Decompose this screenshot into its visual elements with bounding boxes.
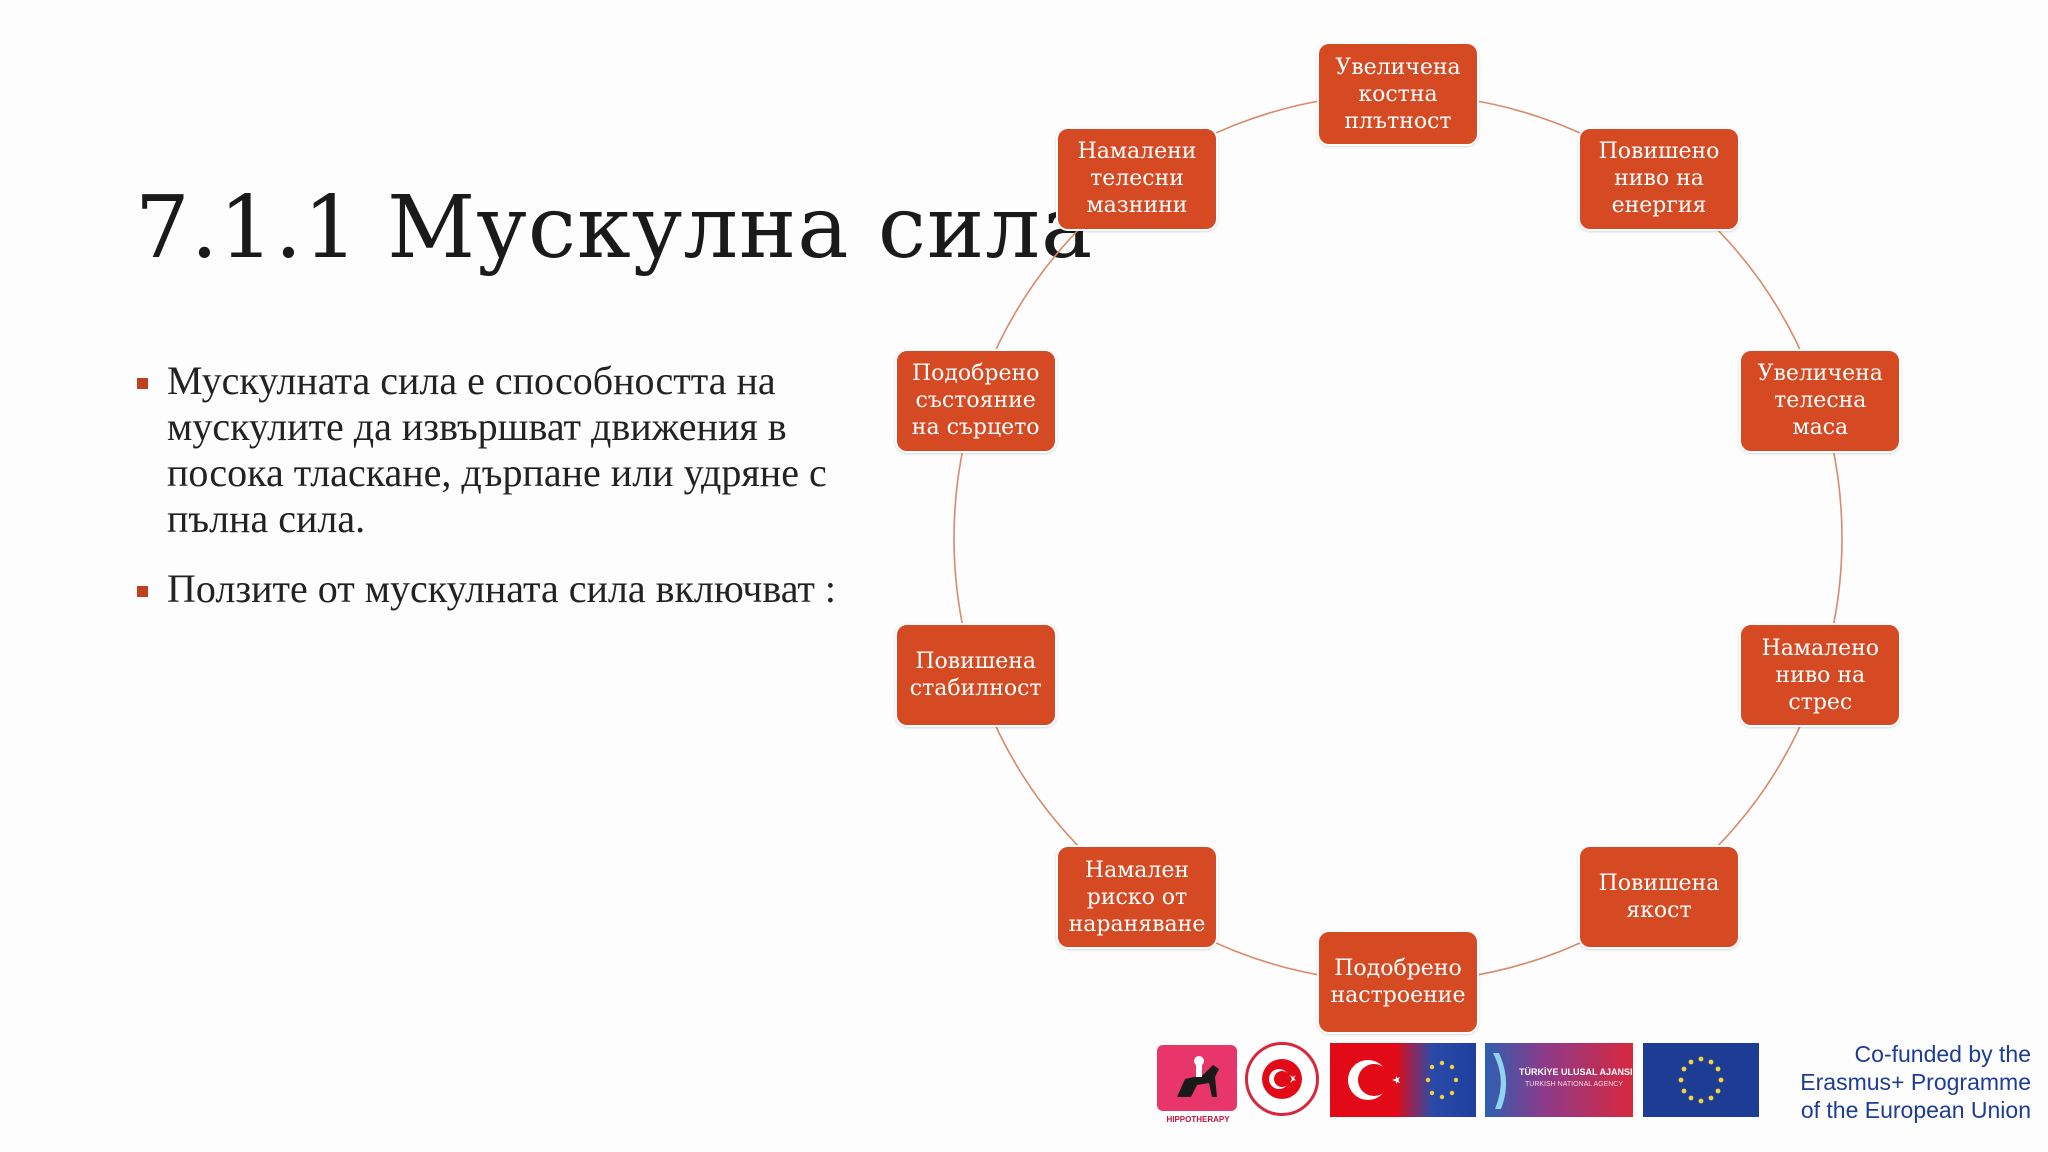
cycle-node-label: Увеличена костна плътност	[1335, 54, 1461, 134]
cycle-node: Подобрено настроение	[1317, 930, 1479, 1034]
horse-rider-icon	[1177, 1056, 1219, 1097]
cycle-node-label: Намалени телесни мазнини	[1077, 139, 1197, 219]
agency-emblem-icon	[1493, 1053, 1507, 1109]
cycle-node: Увеличена телесна маса	[1739, 348, 1902, 453]
slide-title: 7.1.1 Мускулна сила	[135, 178, 1094, 278]
cofunded-line: of the European Union	[1800, 1097, 2031, 1123]
cycle-node: Подобрено състояние на сърцето	[894, 348, 1057, 453]
cycle-node: Повишена стабилност	[894, 623, 1057, 728]
cofunded-text: Co-funded by the Erasmus+ Programme of t…	[1775, 1040, 2031, 1124]
bullet-list: Мускулната сила е способността на мускул…	[135, 358, 875, 636]
bullet-square-icon	[137, 586, 148, 597]
eu-flag-logo	[1643, 1043, 1759, 1117]
turkish-crescent-icon	[1262, 1059, 1302, 1099]
ministry-seal-logo	[1245, 1042, 1319, 1116]
cycle-node-label: Повишена стабилност	[909, 649, 1042, 702]
bullet-square-icon	[137, 378, 148, 389]
hippotherapy-logo: HIPPOTHERAPY	[1157, 1045, 1237, 1124]
turkish-national-agency-logo: TÜRKİYE ULUSAL AJANSI TURKISH NATIONAL A…	[1485, 1043, 1633, 1117]
cycle-node: Повишено ниво на енергия	[1578, 126, 1740, 231]
hippotherapy-label: HIPPOTHERAPY	[1166, 1115, 1230, 1124]
cofunded-line: Erasmus+ Programme	[1800, 1069, 2031, 1095]
cycle-node: Повишена якост	[1578, 845, 1740, 950]
cycle-node: Намалени телесни мазнини	[1056, 126, 1218, 231]
bullet-text: Мускулната сила е способността на мускул…	[167, 358, 827, 541]
cycle-node-label: Намалено ниво на стрес	[1761, 635, 1880, 715]
tr-eu-flags-logo	[1330, 1043, 1476, 1117]
agency-sublabel: TURKISH NATIONAL AGENCY	[1525, 1081, 1624, 1088]
cycle-node: Увеличена костна плътност	[1317, 42, 1479, 146]
cycle-node-label: Подобрено състояние на сърцето	[911, 361, 1040, 441]
cycle-node: Намалено ниво на стрес	[1739, 623, 1902, 728]
bullet-item: Мускулната сила е способността на мускул…	[135, 358, 875, 542]
cycle-node-label: Увеличена телесна маса	[1757, 361, 1883, 441]
cycle-node-label: Намален риско от нараняване	[1068, 857, 1206, 937]
cycle-node-label: Подобрено настроение	[1330, 956, 1466, 1008]
eu-stars-icon	[1678, 1056, 1724, 1104]
cycle-node-label: Повишено ниво на енергия	[1598, 139, 1720, 219]
agency-label: TÜRKİYE ULUSAL AJANSI	[1519, 1067, 1633, 1077]
footer-logos: HIPPOTHERAPY	[1155, 1040, 2035, 1124]
flag-crescent-stars-icon	[1348, 1060, 1459, 1100]
cycle-node: Намален риско от нараняване	[1056, 845, 1218, 950]
cofunded-line: Co-funded by the	[1854, 1041, 2031, 1067]
bullet-text: Ползите от мускулната сила включват :	[167, 566, 837, 611]
cycle-node-label: Повишена якост	[1598, 871, 1720, 924]
bullet-item: Ползите от мускулната сила включват :	[135, 566, 875, 612]
